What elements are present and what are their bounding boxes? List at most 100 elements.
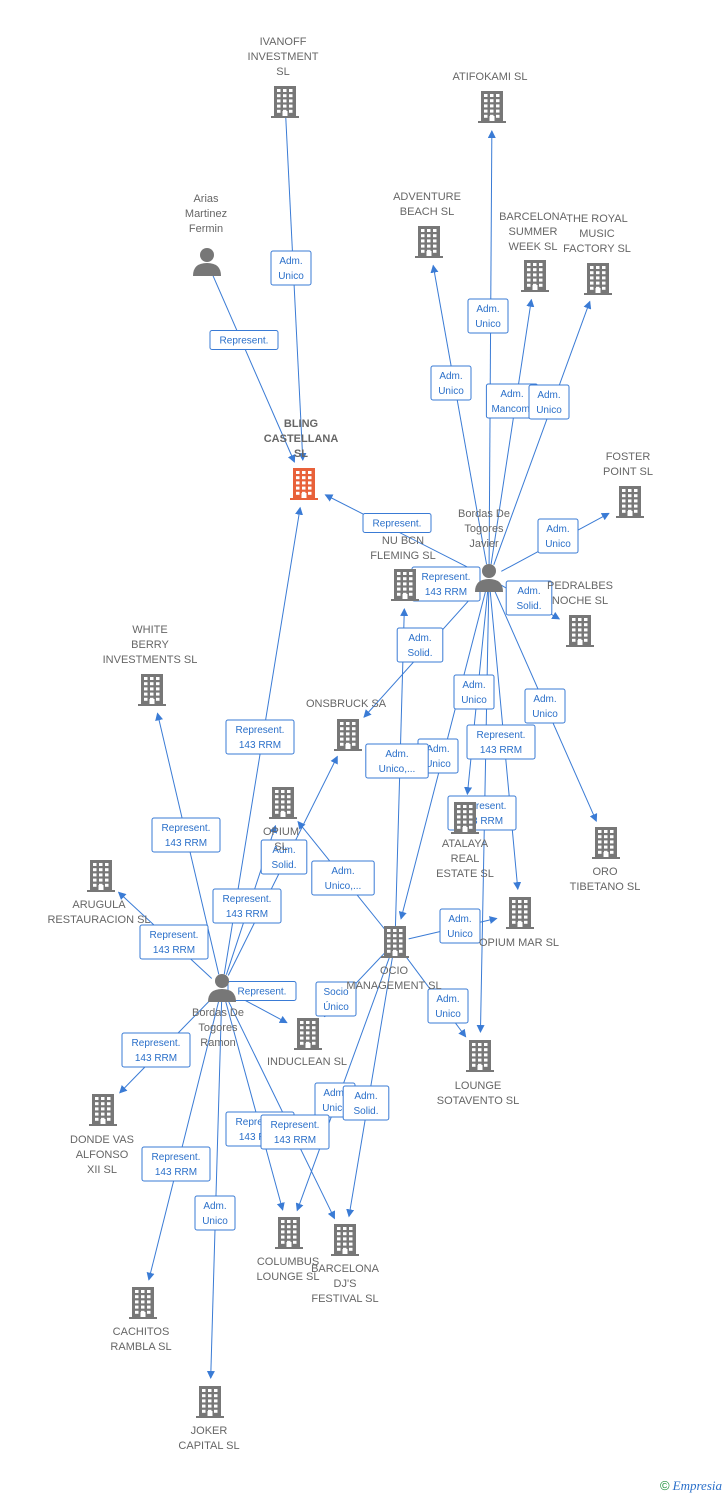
node-label: SUMMER (509, 226, 558, 238)
edge-label[interactable]: Represent. (362, 513, 432, 533)
edge-label[interactable]: Represent. (209, 330, 279, 350)
copyright-symbol: © (660, 1478, 670, 1493)
node-induclean[interactable]: INDUCLEAN SL (267, 1018, 347, 1068)
node-label: OCIO (380, 965, 409, 977)
edge-label-text: Unico (532, 709, 558, 720)
edge-label-text: Unico (322, 1103, 348, 1114)
node-atifokami[interactable]: ATIFOKAMI SL (453, 71, 528, 123)
edge-label[interactable]: Represent.143 RRM (260, 1114, 330, 1150)
edge-label[interactable]: Represent.143 RRM (411, 566, 481, 602)
building-icon (89, 1094, 117, 1126)
edge-label-box (260, 839, 308, 875)
edge-label[interactable]: Adm.Unico (537, 518, 579, 554)
edge-label[interactable]: Adm.Unico (439, 908, 481, 944)
edge-label[interactable]: Adm.Unico (453, 674, 495, 710)
node-label: NU BCN (382, 535, 424, 547)
edge-label-text: 143 RRM (239, 740, 281, 751)
edge-label[interactable]: Adm.Solid. (505, 580, 553, 616)
edge-label-text: Adm. (436, 994, 459, 1005)
node-onsbruck[interactable]: ONSBRUCK SA (306, 698, 387, 751)
edge-label[interactable]: Adm.Unico (467, 298, 509, 334)
edge-label[interactable]: Adm.Unico (524, 688, 566, 724)
node-label: OPIUM MAR SL (479, 937, 559, 949)
edge-label-box (141, 1146, 211, 1182)
edge-label[interactable]: Adm. Unico (194, 1195, 236, 1231)
edge-label[interactable]: Represent.143 RRM (141, 1146, 211, 1182)
building-icon (331, 1224, 359, 1256)
edge-label[interactable]: Adm.Solid. (342, 1085, 390, 1121)
node-label: SL (274, 841, 287, 853)
edge-label[interactable]: Adm.Unico,... (365, 743, 429, 779)
edge-ivanoff-to-bling (285, 115, 307, 462)
node-label: INVESTMENTS SL (103, 654, 198, 666)
edge-label[interactable]: Represent. (227, 981, 297, 1001)
node-label: ONSBRUCK SA (306, 698, 387, 710)
edge-label[interactable]: Adm.Unico (427, 988, 469, 1024)
edge-label[interactable]: Represent.143 RRM (212, 888, 282, 924)
person-icon (475, 564, 503, 592)
edge-label-text: Represent. (373, 519, 422, 530)
node-opiummar[interactable]: OPIUM MAR SL (479, 897, 559, 949)
edge-label[interactable]: Represent.143 RRM (466, 724, 536, 760)
edge-label-text: Represent. (236, 1117, 285, 1128)
edge-label-text: Adm. (439, 371, 462, 382)
node-label: MANAGEMENT SL (346, 980, 441, 992)
edge-label[interactable]: Adm.Unico (430, 365, 472, 401)
edge-label[interactable]: Represent.143 RRM (139, 924, 209, 960)
edge-label[interactable]: Adm.Unico,... (311, 860, 375, 896)
edge-label-box (427, 988, 469, 1024)
footer-brand[interactable]: ©Empresia (660, 1478, 722, 1494)
edge-label[interactable]: Adm.Unico (270, 250, 312, 286)
node-label: Martinez (185, 208, 227, 220)
edge-label-text: Unico (425, 759, 451, 770)
node-label: PEDRALBES (547, 580, 613, 592)
person-icon (208, 974, 236, 1002)
edge-label-text: Adm. (203, 1201, 226, 1212)
node-label: FESTIVAL SL (311, 1293, 378, 1305)
node-label: INVESTMENT (248, 51, 319, 63)
edge-label[interactable]: Represent.143 RRM (121, 1032, 191, 1068)
edge-label[interactable]: Adm.Solid. (260, 839, 308, 875)
node-label: Arias (193, 193, 219, 205)
edge-label-text: Unico (202, 1216, 228, 1227)
edge-label-text: Represent. (422, 572, 471, 583)
edge-label-text: 143 RRM (461, 816, 503, 827)
edge-label-text: Adm. (426, 744, 449, 755)
node-ocio[interactable]: OCIO MANAGEMENT SL (346, 926, 442, 992)
node-label: FACTORY SL (563, 243, 631, 255)
edge-label-text: Unico (475, 319, 501, 330)
node-label: CASTELLANA (264, 433, 339, 445)
node-label: COLUMBUS (257, 1256, 319, 1268)
edge-label[interactable]: Represent.143 RRM (225, 719, 295, 755)
node-label: CACHITOS (113, 1326, 170, 1338)
node-label: CAPITAL SL (178, 1440, 239, 1452)
edge-label[interactable]: Adm.Solid. (396, 627, 444, 663)
edge-label[interactable]: Represent.143 RRM (151, 817, 221, 853)
edge-label-text: Adm. (279, 256, 302, 267)
edge-label[interactable]: Adm.Unico (528, 384, 570, 420)
